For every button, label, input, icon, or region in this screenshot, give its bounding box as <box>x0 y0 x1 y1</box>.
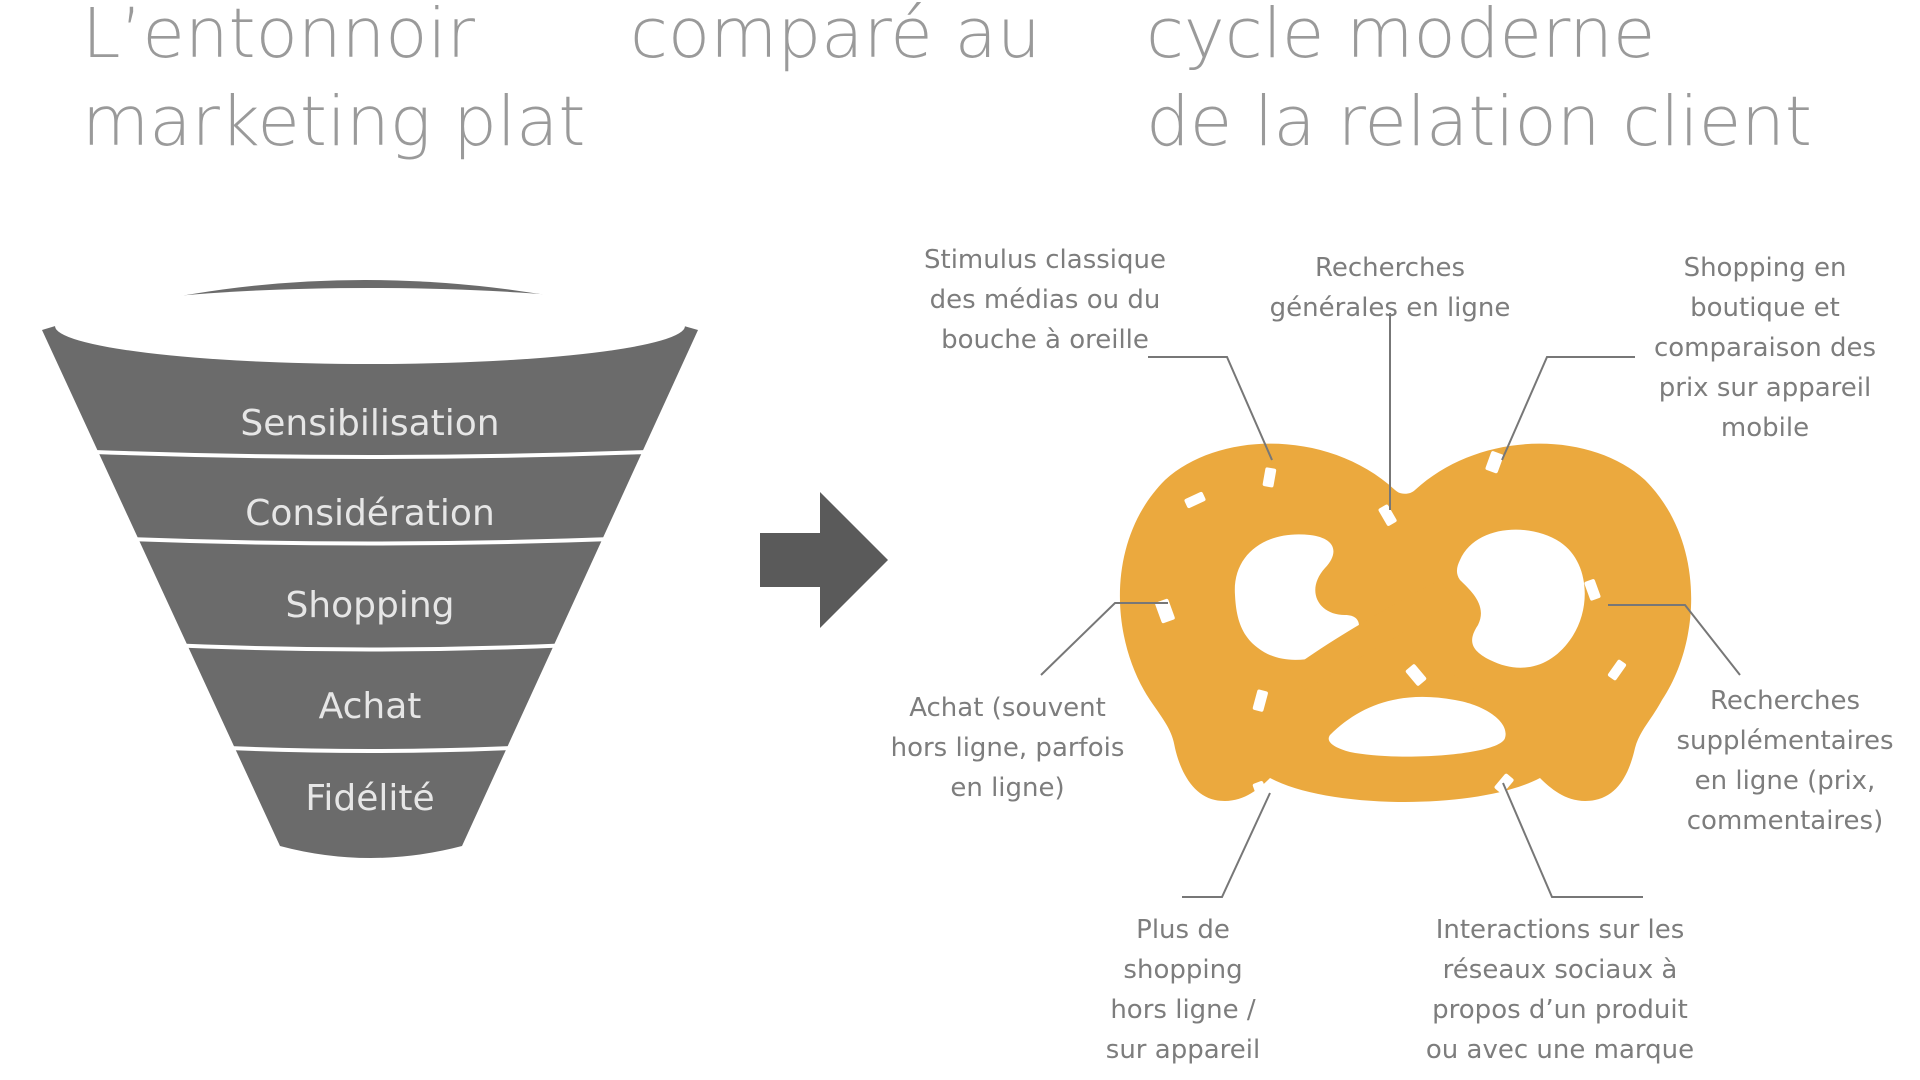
leader-line-supplementaires <box>1608 604 1741 676</box>
callout-additional-searches: Recherches supplémentaires en ligne (pri… <box>1650 681 1920 841</box>
title-line: marketing plat <box>82 82 586 162</box>
callout-line: boutique et <box>1690 293 1840 323</box>
salt-grain <box>1262 467 1277 488</box>
leader-line-shopping-boutique <box>1501 356 1635 461</box>
callout-social-interactions: Interactions sur les réseaux sociaux à p… <box>1410 910 1710 1070</box>
callout-line: hors ligne, parfois <box>890 733 1125 763</box>
funnel-stage-shopping: Shopping <box>285 585 454 626</box>
callout-store-shopping: Shopping en boutique et comparaison des … <box>1615 248 1915 448</box>
callout-line: Shopping en <box>1683 253 1847 283</box>
callout-more-shopping: Plus de shopping hors ligne / sur appare… <box>1068 910 1298 1070</box>
funnel-stage-consideration: Considération <box>245 493 495 534</box>
callout-line: des médias ou du <box>929 285 1161 315</box>
marketing-funnel: Sensibilisation Considération Shopping A… <box>42 280 698 858</box>
callout-line: supplémentaires <box>1676 726 1894 756</box>
salt-grain <box>1252 689 1268 712</box>
title-line: L’entonnoir <box>82 0 476 74</box>
callout-line: propos d’un produit <box>1432 995 1688 1025</box>
funnel-rim <box>55 288 685 364</box>
callout-line: comparaison des <box>1653 333 1877 363</box>
salt-grain <box>1378 504 1397 526</box>
funnel-divider <box>205 745 535 753</box>
callout-line: en ligne) <box>950 773 1065 803</box>
callout-line: sur appareil <box>1105 1035 1261 1065</box>
salt-grain <box>1405 664 1427 686</box>
callout-line: commentaires) <box>1686 806 1884 836</box>
callout-line: mobile <box>1720 413 1810 443</box>
callout-line: réseaux sociaux à <box>1442 955 1678 985</box>
callout-leader-lines <box>1040 313 1741 898</box>
callout-line: Stimulus classique <box>924 245 1166 275</box>
callout-line: ou avec une marque <box>1425 1035 1695 1065</box>
right-arrow-icon <box>760 492 888 628</box>
callout-general-searches: Recherches générales en ligne <box>1245 248 1535 328</box>
funnel-dividers <box>93 450 647 753</box>
funnel-divider <box>93 450 647 459</box>
leader-line-achat <box>1040 602 1168 676</box>
pretzel-strand <box>1405 610 1520 708</box>
callout-stimulus: Stimulus classique des médias ou du bouc… <box>895 240 1195 360</box>
callout-line: prix sur appareil <box>1658 373 1872 403</box>
funnel-stage-sensibilisation: Sensibilisation <box>240 403 499 444</box>
salt-grain <box>1155 598 1175 624</box>
leader-line-interactions <box>1502 782 1643 898</box>
callout-line: Interactions sur les <box>1435 915 1685 945</box>
title-modern-cycle: cycle moderne de la relation client <box>1146 0 1812 166</box>
salt-grain <box>1184 491 1206 509</box>
callout-line: Recherches <box>1314 253 1466 283</box>
pretzel-strand <box>1290 580 1455 690</box>
callout-line: hors ligne / <box>1110 995 1256 1025</box>
callout-line: Plus de <box>1136 915 1230 945</box>
callout-line: générales en ligne <box>1269 293 1511 323</box>
funnel-divider <box>166 643 574 652</box>
title-line: comparé au <box>630 0 1041 74</box>
title-line: de la relation client <box>1146 82 1812 162</box>
callout-line: shopping <box>1123 955 1243 985</box>
funnel-stage-achat: Achat <box>319 686 422 727</box>
callout-line: Achat (souvent <box>909 693 1106 723</box>
salt-grain <box>1607 659 1627 681</box>
title-flat-funnel: L’entonnoir marketing plat <box>82 0 585 166</box>
funnel-stage-fidelite: Fidélité <box>305 778 434 819</box>
title-line: cycle moderne <box>1146 0 1656 74</box>
pretzel-illustration <box>1119 443 1692 802</box>
funnel-divider <box>127 537 613 546</box>
pretzel-salt <box>1155 451 1627 802</box>
title-compared-to: comparé au <box>630 0 1041 78</box>
salt-grain <box>1252 781 1269 802</box>
funnel-body <box>42 280 698 858</box>
leader-line-stimulus <box>1148 356 1273 461</box>
callout-purchase: Achat (souvent hors ligne, parfois en li… <box>865 688 1150 808</box>
leader-line-plus-shopping <box>1182 792 1271 898</box>
callout-line: bouche à oreille <box>941 325 1149 355</box>
salt-grain <box>1485 451 1504 474</box>
callout-line: Recherches <box>1709 686 1861 716</box>
salt-grain <box>1584 579 1601 601</box>
callout-line: en ligne (prix, <box>1694 766 1876 796</box>
